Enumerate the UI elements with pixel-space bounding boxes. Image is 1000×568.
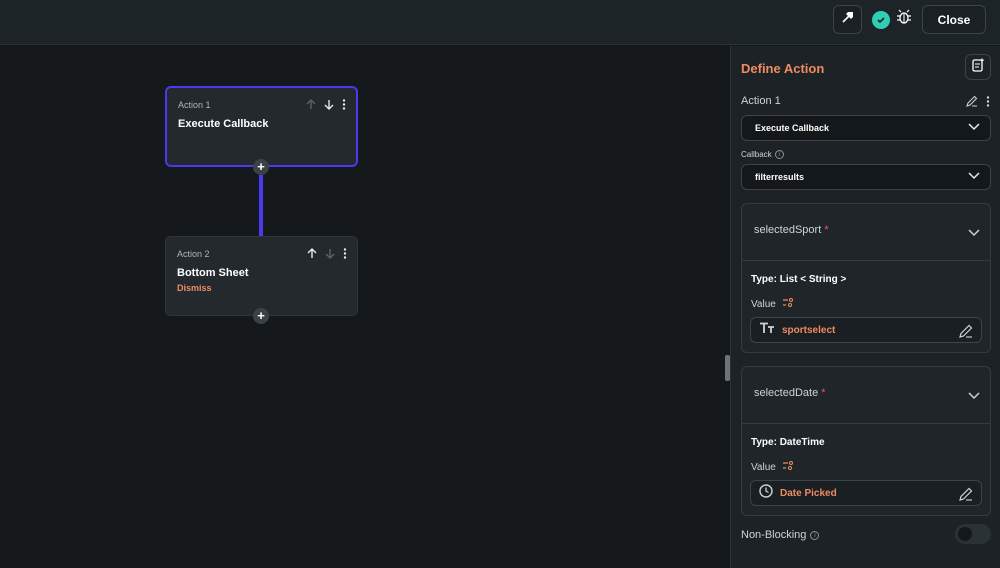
node-subtitle: Dismiss: [177, 283, 212, 293]
document-add-icon: [971, 58, 985, 77]
text-type-icon: [759, 321, 775, 339]
wand-button[interactable]: [833, 5, 862, 34]
more-vert-icon[interactable]: [986, 94, 990, 112]
arrow-down-icon[interactable]: [325, 246, 335, 264]
info-icon[interactable]: i: [774, 150, 784, 159]
action-type-select[interactable]: Execute Callback: [741, 115, 991, 141]
required-mark: *: [821, 387, 826, 399]
param-type: Type: DateTime: [751, 437, 825, 448]
edit-icon[interactable]: [966, 94, 978, 112]
chevron-down-icon: [968, 172, 980, 182]
define-action-panel: Define Action Action 1 Execute Callback …: [730, 46, 1000, 568]
param-header[interactable]: selectedSport *: [742, 204, 990, 261]
param-name: selectedSport *: [754, 224, 829, 236]
close-button[interactable]: Close: [922, 5, 986, 34]
node-label: Action 2: [177, 249, 210, 259]
variable-toggle-icon[interactable]: [782, 298, 794, 311]
magic-wand-icon: [841, 10, 855, 29]
bug-icon[interactable]: [896, 9, 912, 30]
param-type: Type: List < String >: [751, 274, 847, 285]
arrow-down-icon[interactable]: [324, 97, 334, 115]
callback-label-row: Callback i: [741, 150, 784, 159]
param-card-selectedsport: selectedSport * Type: List < String > Va…: [741, 203, 991, 353]
node-controls: [307, 246, 347, 264]
arrow-up-icon[interactable]: [307, 246, 317, 264]
param-value-label: Value: [751, 462, 776, 473]
param-name: selectedDate *: [754, 387, 826, 399]
edit-icon[interactable]: [959, 324, 973, 343]
action-type-value: Execute Callback: [755, 123, 830, 133]
param-value-field[interactable]: sportselect: [750, 317, 982, 343]
chevron-down-icon[interactable]: [968, 224, 980, 242]
edit-icon[interactable]: [959, 487, 973, 506]
info-icon[interactable]: i: [810, 530, 820, 540]
status-group: [868, 5, 916, 34]
arrow-up-icon[interactable]: [306, 97, 316, 115]
docs-button[interactable]: [965, 54, 991, 80]
node-title: Execute Callback: [178, 118, 269, 130]
node-label: Action 1: [178, 100, 211, 110]
add-action-button[interactable]: +: [253, 159, 269, 175]
param-value-text: Date Picked: [780, 487, 837, 499]
callback-select[interactable]: filterresults: [741, 164, 991, 190]
param-value-label-row: Value: [751, 298, 794, 311]
chevron-down-icon: [968, 123, 980, 133]
non-blocking-toggle[interactable]: [955, 524, 991, 544]
callback-value: filterresults: [755, 172, 805, 182]
flow-connector: [259, 175, 263, 237]
node-title: Bottom Sheet: [177, 267, 249, 279]
param-value-label: Value: [751, 299, 776, 310]
action-flow-canvas: Action 1 Execute Callback + Action 2 Bot…: [0, 46, 725, 568]
callback-label: Callback: [741, 150, 772, 159]
variable-toggle-icon[interactable]: [782, 461, 794, 474]
non-blocking-label: Non-Blocking: [741, 529, 807, 541]
param-card-selecteddate: selectedDate * Type: DateTime Value Date…: [741, 366, 991, 516]
node-controls: [306, 97, 346, 115]
action-node-2[interactable]: Action 2 Bottom Sheet Dismiss: [165, 236, 358, 316]
action-label: Action 1: [741, 95, 781, 107]
top-bar: Close: [0, 0, 1000, 45]
toggle-knob: [958, 527, 972, 541]
param-name-text: selectedDate: [754, 387, 819, 399]
chevron-down-icon[interactable]: [968, 387, 980, 405]
action-controls: [966, 94, 990, 112]
non-blocking-row: Non-Blocking i: [741, 529, 820, 541]
param-value-text: sportselect: [782, 324, 836, 336]
required-mark: *: [824, 224, 829, 236]
panel-title: Define Action: [741, 61, 825, 76]
panel-resize-handle[interactable]: [725, 355, 730, 381]
more-vert-icon[interactable]: [343, 246, 347, 264]
add-action-button[interactable]: +: [253, 308, 269, 324]
more-vert-icon[interactable]: [342, 97, 346, 115]
check-icon[interactable]: [872, 10, 890, 29]
param-value-field[interactable]: Date Picked: [750, 480, 982, 506]
clock-icon: [759, 483, 773, 503]
param-header[interactable]: selectedDate *: [742, 367, 990, 424]
param-value-label-row: Value: [751, 461, 794, 474]
action-node-1[interactable]: Action 1 Execute Callback: [165, 86, 358, 167]
param-name-text: selectedSport: [754, 224, 822, 236]
